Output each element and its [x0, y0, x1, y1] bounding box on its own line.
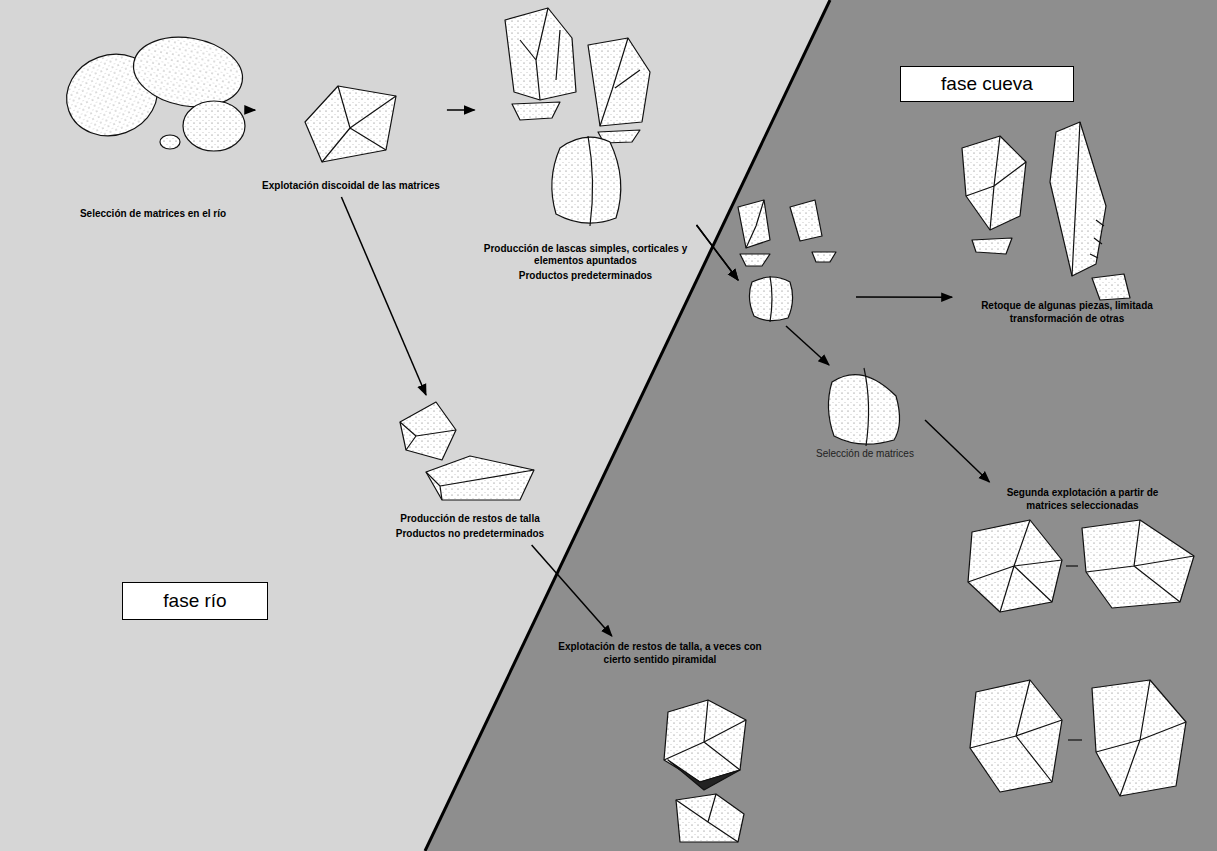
- stage-caption: Retoque de algunas piezas, limitada tran…: [952, 125, 1182, 330]
- caption-text: Productos no predeterminados: [396, 528, 544, 541]
- stage-caption: Segunda explotación a partir de matrices…: [960, 482, 1205, 812]
- caption-text: Retoque de algunas piezas, limitada tran…: [972, 300, 1162, 325]
- arrow-line: [925, 420, 989, 482]
- arrow-line: [248, 109, 255, 111]
- phase-box: fase cueva: [900, 66, 1074, 102]
- stage-caption: Selección de matrices en el río: [58, 40, 248, 225]
- stage-caption: Producción de lascas simples, corticales…: [475, 5, 697, 287]
- stage-caption: Explotación discoidal de las matrices: [255, 75, 447, 197]
- arrow-line: [786, 326, 829, 365]
- arrow-line: [447, 109, 475, 111]
- caption-text: Explotación discoidal de las matrices: [262, 180, 440, 193]
- phase-divider: [425, 0, 830, 851]
- stone-drawings: [55, 8, 1194, 842]
- caption-text: fase río: [163, 589, 226, 613]
- cave-ground: [425, 0, 1217, 851]
- stage-caption: Explotación de restos de talla, a veces …: [551, 636, 770, 846]
- caption-text: Producción de lascas simples, corticales…: [482, 243, 690, 268]
- flow-arrow: [925, 420, 989, 482]
- caption-text: Productos predeterminados: [519, 270, 652, 283]
- stage-caption: Selección de matrices: [805, 365, 925, 465]
- phase-box: fase río: [122, 582, 268, 620]
- flow-arrow: [447, 109, 475, 110]
- arrow-line: [341, 197, 426, 395]
- caption-text: Segunda explotación a partir de matrices…: [988, 487, 1178, 512]
- arrow-line: [697, 225, 739, 280]
- flow-arrow: [341, 197, 426, 395]
- caption-text: Selección de matrices: [816, 448, 914, 461]
- caption-text: Explotación de restos de talla, a veces …: [558, 641, 763, 666]
- flow-arrow: [248, 109, 255, 110]
- arrow-line: [697, 225, 739, 280]
- caption-text: fase cueva: [941, 72, 1033, 96]
- arrow-line: [856, 296, 952, 298]
- flow-arrow: [532, 545, 612, 636]
- flow-arrow: [697, 225, 953, 297]
- arrow-line: [532, 545, 612, 636]
- caption-text: Selección de matrices en el río: [80, 208, 226, 221]
- flow-arrow: [697, 225, 830, 365]
- caption-text: Producción de restos de talla: [400, 513, 539, 526]
- stage-caption: Producción de restos de tallaProductos n…: [382, 395, 558, 545]
